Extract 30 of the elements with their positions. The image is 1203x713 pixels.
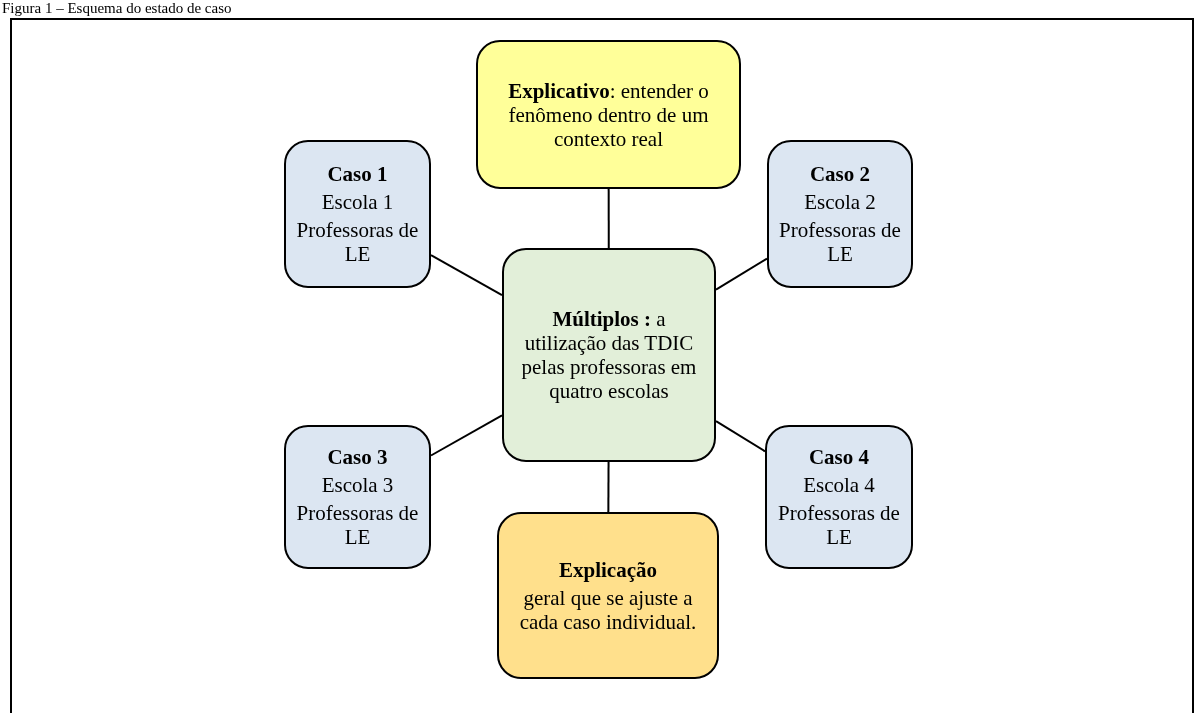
- central-box: [502, 248, 716, 462]
- box-heading: Explicação: [559, 557, 657, 582]
- box-heading: Caso 1: [327, 162, 388, 186]
- box-heading: Caso 4: [808, 445, 870, 469]
- box-text: Escola 3: [321, 473, 394, 497]
- box-text: geral que se ajuste a cada caso individual.: [518, 585, 698, 634]
- case-box: [767, 140, 913, 288]
- connector-line: [430, 254, 503, 296]
- case-box: [284, 425, 431, 569]
- case-box: [765, 425, 913, 569]
- conclusion-box: [497, 512, 719, 679]
- box-text: Professoras de LE: [295, 501, 420, 549]
- box-text: Explicativo: entender o fenômeno dentro de um contexto real: [507, 78, 710, 151]
- connector-line: [715, 257, 768, 291]
- connector-line: [715, 420, 766, 453]
- box-heading: Caso 3: [327, 445, 388, 469]
- box-text: Escola 2: [804, 190, 876, 214]
- box-text: Professoras de LE: [295, 218, 420, 266]
- topic-box: [476, 40, 741, 189]
- connector-line: [430, 414, 503, 457]
- box-text: Escola 4: [803, 473, 875, 497]
- box-heading: Caso 2: [809, 162, 871, 186]
- box-text: Múltiplos : a utilização das TDIC pelas professoras em quatro escolas: [520, 307, 698, 403]
- box-text: Professoras de LE: [778, 218, 902, 266]
- figure-title: Figura 1 – Esquema do estado de caso: [2, 0, 232, 17]
- connector-line: [607, 188, 610, 249]
- case-box: [284, 140, 431, 288]
- connector-line: [607, 461, 610, 513]
- box-text: Escola 1: [321, 190, 394, 214]
- box-text: Professoras de LE: [777, 501, 901, 549]
